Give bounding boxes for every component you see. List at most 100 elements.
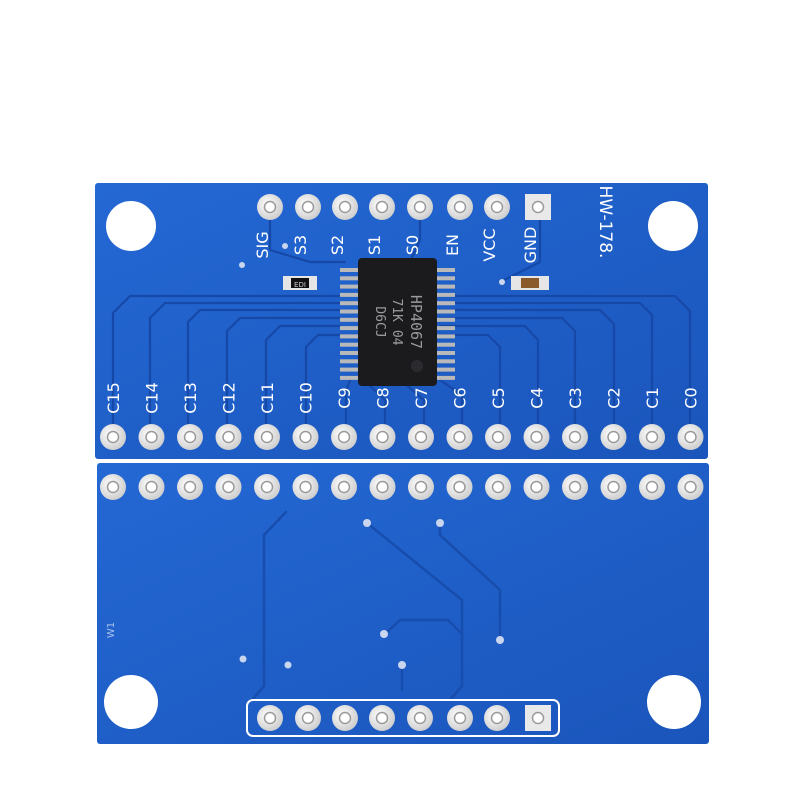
- channel-pin: [600, 424, 627, 450]
- bottom-header-pin: [332, 705, 358, 731]
- channel-label: C10: [297, 382, 316, 414]
- chip-marking-2: 71K 04: [389, 299, 404, 346]
- chip-pin1-dot: [411, 360, 423, 372]
- channel-pin: [215, 424, 242, 450]
- channel-label: C11: [258, 382, 277, 414]
- top-traces: [111, 206, 692, 427]
- channel-pins: [100, 424, 704, 450]
- mounting-hole-right: [647, 675, 701, 729]
- channel-pin: [331, 424, 357, 450]
- channel-pin: [523, 424, 550, 450]
- top-board: SIG S3 S2 S1 S0 EN VCC GND HW-178. HP4067 71K 0…: [95, 183, 708, 459]
- header-labels: SIG S3 S2 S1 S0 EN VCC GND: [253, 227, 540, 264]
- channel-label: C1: [643, 387, 662, 408]
- channel-pin: [177, 424, 203, 450]
- channel-label: C5: [489, 387, 508, 408]
- resistor-left: EDI: [283, 276, 317, 290]
- bottom-header-pin: [525, 705, 551, 731]
- channel-pin: [562, 424, 588, 450]
- resistor-right: [511, 276, 549, 290]
- channel-label: C6: [451, 387, 470, 408]
- channel-label: C12: [220, 382, 239, 414]
- bottom-row-pins: [100, 474, 704, 500]
- channel-label: C13: [181, 382, 200, 414]
- channel-pin: [485, 424, 511, 450]
- via: [282, 243, 288, 249]
- bottom-header-pin: [369, 705, 395, 731]
- channel-pin: [100, 424, 126, 450]
- header-label: S0: [403, 235, 422, 255]
- bottom-row-pin: [100, 474, 126, 500]
- bottom-header-pin: [484, 705, 510, 731]
- channel-pin: [292, 424, 319, 450]
- bottom-row-pin: [138, 474, 165, 500]
- bottom-row-pin: [677, 474, 704, 500]
- channel-label: C9: [335, 387, 354, 408]
- chip-marking-1: HP4067: [407, 295, 425, 349]
- bottom-row-pin: [254, 474, 280, 500]
- header-pin: [484, 194, 510, 220]
- resistor-label: EDI: [294, 281, 306, 289]
- channel-pin: [639, 424, 665, 450]
- via: [239, 262, 245, 268]
- board-mark: W1: [106, 622, 117, 638]
- channel-pin: [254, 424, 280, 450]
- bottom-row-pin: [408, 474, 434, 500]
- header-pin: [447, 194, 473, 220]
- header-outline: [246, 699, 560, 737]
- channel-pin: [369, 424, 396, 450]
- model-label: HW-178.: [595, 186, 615, 259]
- header-label: EN: [443, 234, 462, 256]
- mux-chip: HP4067 71K 04 D6CJ: [340, 258, 455, 386]
- bottom-row-pin: [331, 474, 357, 500]
- header-label: GND: [521, 227, 540, 264]
- bottom-row-pin: [369, 474, 396, 500]
- bottom-header-pin: [407, 705, 433, 731]
- bottom-header-pin: [295, 705, 321, 731]
- bottom-row-pin: [485, 474, 511, 500]
- header-label: S3: [291, 235, 310, 255]
- header-pin: [257, 194, 283, 220]
- header-pin: [332, 194, 358, 220]
- bottom-header: [246, 699, 560, 737]
- channel-label: C15: [104, 382, 123, 414]
- bottom-board: W1: [97, 463, 709, 744]
- bottom-row-pin: [600, 474, 627, 500]
- header-pin: [525, 194, 551, 220]
- bottom-row-pin: [562, 474, 588, 500]
- bottom-traces: [250, 510, 502, 702]
- bottom-row-pin: [446, 474, 473, 500]
- header-pin: [295, 194, 321, 220]
- channel-label: C2: [605, 387, 624, 408]
- via: [499, 279, 505, 285]
- bottom-vias: [239, 519, 504, 669]
- chip-pins: [340, 268, 455, 380]
- mounting-hole-left: [106, 201, 156, 251]
- channel-label: C8: [374, 387, 393, 408]
- channel-pin: [446, 424, 473, 450]
- header-label: VCC: [480, 228, 499, 261]
- header-label: SIG: [253, 231, 272, 258]
- channel-label: C4: [528, 387, 547, 408]
- chip-body: [358, 258, 437, 386]
- channel-label: C7: [412, 387, 431, 408]
- channel-pin: [677, 424, 704, 450]
- chip-marking-3: D6CJ: [372, 306, 387, 337]
- channel-label: C0: [682, 387, 701, 408]
- bottom-row-pin: [292, 474, 319, 500]
- mounting-hole-left: [104, 675, 158, 729]
- bottom-header-pins: [257, 705, 551, 731]
- bottom-row-pin: [215, 474, 242, 500]
- bottom-row-pin: [177, 474, 203, 500]
- channel-label: C14: [143, 382, 162, 414]
- bottom-row-pin: [523, 474, 550, 500]
- header-label: S1: [365, 235, 384, 255]
- bottom-header-pin: [257, 705, 283, 731]
- header-label: S2: [328, 235, 347, 255]
- header-pin: [407, 194, 433, 220]
- channel-pin: [408, 424, 434, 450]
- bottom-row-pin: [639, 474, 665, 500]
- channel-pin: [138, 424, 165, 450]
